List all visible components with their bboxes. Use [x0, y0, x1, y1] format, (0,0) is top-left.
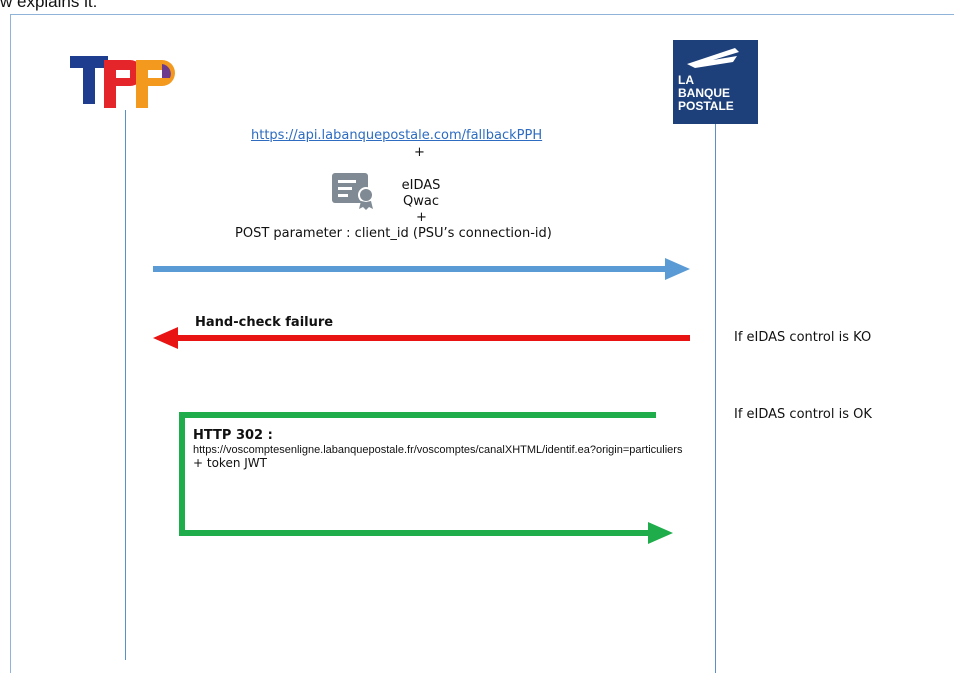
token-jwt-text: + token JWT [193, 456, 267, 470]
lbp-line-postale: POSTALE [678, 99, 734, 113]
lbp-line-la: LA [678, 73, 694, 87]
request-arrow [153, 258, 690, 280]
success-note: If eIDAS control is OK [734, 407, 872, 422]
http-302-title: HTTP 302 : [193, 428, 273, 443]
failure-arrow [153, 327, 690, 349]
post-parameter-text: POST parameter : client_id (PSU’s connec… [235, 226, 552, 241]
cert-label-eidas: eIDAS [401, 178, 441, 193]
plus-sign-1: + [414, 145, 425, 160]
top-caption: w explains it: [0, 0, 98, 11]
http-302-block: HTTP 302 : https://voscomptesenligne.lab… [193, 429, 693, 470]
plus-sign-2: + [416, 210, 427, 225]
failure-label: Hand-check failure [195, 315, 334, 330]
lbp-logo [673, 40, 758, 124]
lbp-bird-icon [687, 48, 739, 68]
lbp-logo-text: LA BANQUE POSTALE [678, 74, 734, 113]
failure-note: If eIDAS control is KO [734, 330, 872, 345]
tpp-lifeline [125, 110, 126, 660]
success-arrow [179, 412, 673, 544]
lbp-line-banque: BANQUE [678, 86, 731, 100]
fallback-url-link[interactable]: https://api.labanquepostale.com/fallback… [251, 128, 543, 143]
frame-top-border [10, 14, 954, 15]
tpp-logo [70, 56, 175, 108]
certificate-icon [332, 173, 374, 210]
lbp-lifeline [715, 124, 716, 673]
frame-left-border [10, 14, 11, 673]
redirect-url: https://voscomptesenligne.labanquepostal… [193, 444, 683, 456]
cert-label-qwac: Qwac [403, 194, 439, 209]
